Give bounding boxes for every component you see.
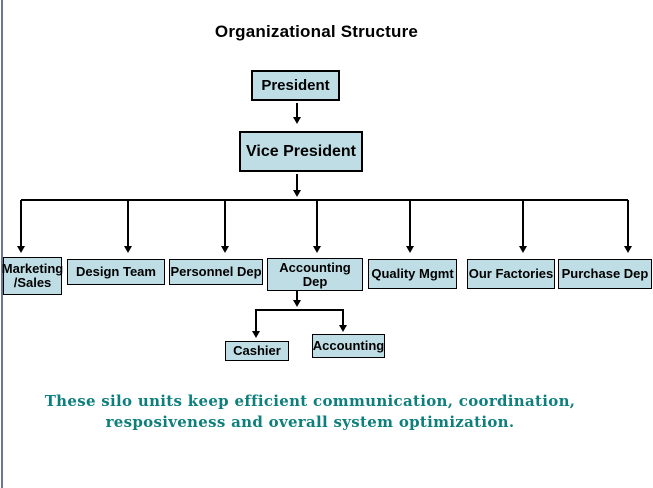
node-accounting-dep: Accounting Dep [267, 258, 363, 291]
connector-branch-quality [409, 200, 411, 246]
connector-branch-accounting-dep [316, 200, 318, 246]
node-our-factories: Our Factories [467, 259, 555, 289]
connector-arrowhead [124, 246, 132, 253]
node-purchase-dep: Purchase Dep [558, 259, 652, 289]
connector-branch-factories [522, 200, 524, 246]
connector-president-vp [296, 103, 298, 117]
connector-branch-cashier [255, 310, 257, 331]
connector-arrowhead [313, 246, 321, 253]
node-president: President [251, 70, 340, 101]
connector-arrowhead [406, 246, 414, 253]
page-edge-bar [1, 0, 3, 488]
chart-title: Organizational Structure [214, 22, 419, 41]
node-personnel-dep: Personnel Dep [169, 259, 263, 285]
connector-arrowhead [293, 300, 301, 307]
connector-arrowhead [17, 246, 25, 253]
node-vice-president: Vice President [239, 131, 363, 172]
connector-branch-marketing [20, 200, 22, 246]
chart-caption: These silo units keep efficient communic… [44, 392, 576, 431]
node-accounting: Accounting [312, 334, 385, 358]
connector-arrowhead [293, 190, 301, 197]
connector-arrowhead [252, 331, 260, 338]
connector-arrowhead [624, 246, 632, 253]
connector-branch-design [127, 200, 129, 246]
node-marketing-sales: Marketing /Sales [2, 257, 63, 295]
connector-branch-personnel [224, 200, 226, 246]
connector-subrail [255, 309, 344, 311]
connector-arrowhead [221, 246, 229, 253]
connector-vp-rail [296, 174, 298, 190]
connector-arrowhead [519, 246, 527, 253]
node-quality-mgmt: Quality Mgmt [368, 259, 457, 289]
connector-rail [21, 199, 628, 201]
connector-branch-accounting [342, 310, 344, 325]
node-design-team: Design Team [67, 259, 165, 285]
node-cashier: Cashier [225, 341, 289, 361]
connector-arrowhead [293, 117, 301, 124]
connector-arrowhead [339, 325, 347, 332]
connector-branch-purchase [627, 200, 629, 246]
connector-accounting-subrail [296, 291, 298, 300]
